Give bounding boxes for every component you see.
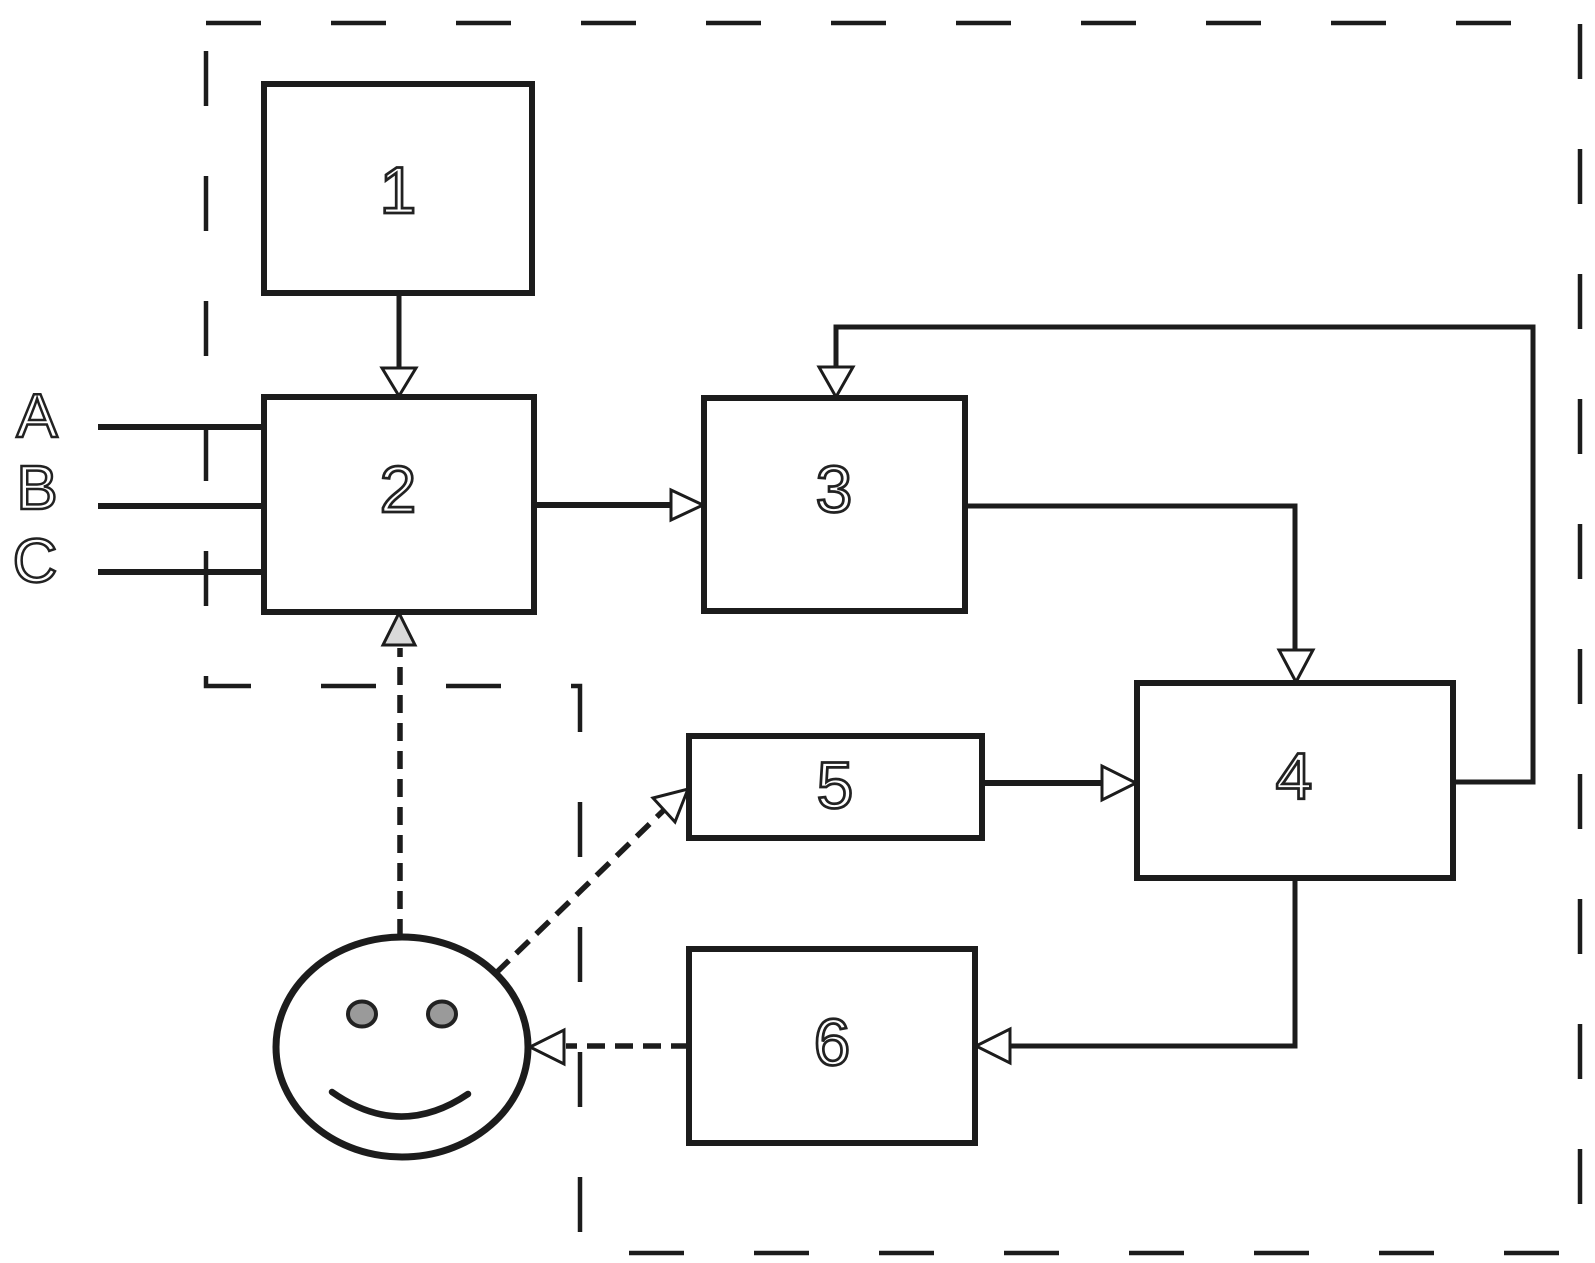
smiley-right-eye-icon (426, 999, 458, 1029)
block-3-rect (701, 395, 968, 614)
dashed-wire-user-to-5 (494, 808, 666, 975)
input-label-a: A (16, 382, 58, 451)
block-1-label: 1 (380, 153, 417, 227)
block-5-label: 5 (817, 748, 854, 822)
input-label-b: B (16, 454, 57, 523)
wire-4-to-3-feedback (833, 324, 1536, 785)
arrowhead-into-block-2-bottom (380, 609, 418, 647)
block-3-label: 3 (816, 452, 853, 526)
smiley-head (272, 933, 532, 1161)
block-1-rect (261, 81, 535, 296)
arrowhead-feedback-into-block-3-top (816, 365, 856, 401)
solid-connections (379, 294, 1536, 1066)
wire-4-to-6 (1011, 878, 1298, 1049)
user-smiley-face (272, 933, 532, 1161)
arrowhead-into-block-3-left (669, 487, 707, 523)
arrowhead-into-block-6-right (972, 1026, 1012, 1066)
block-4-label: 4 (1276, 739, 1313, 813)
arrowhead-into-user-face (526, 1027, 566, 1067)
smiley-left-eye-icon (346, 999, 378, 1029)
block-3: 3 (701, 395, 968, 614)
arrowhead-into-block-5-left (650, 786, 691, 825)
system-boundary-dashed (203, 20, 1583, 1256)
arrowhead-into-block-4-top (1276, 648, 1316, 686)
block-6-rect (686, 946, 978, 1146)
smiley-mouth (328, 1088, 472, 1120)
block-2-label: 2 (380, 452, 417, 526)
wire-3-to-4 (965, 503, 1298, 649)
external-inputs: A B C (11, 381, 263, 597)
block-6-label: 6 (814, 1005, 851, 1079)
block-5: 5 (686, 733, 985, 841)
block-1: 1 (261, 81, 535, 296)
block-4-rect (1134, 680, 1456, 881)
arrowhead-into-block-4-left (1100, 763, 1140, 803)
input-label-c: C (13, 527, 58, 596)
block-6: 6 (686, 946, 978, 1146)
block-2: 2 (261, 394, 537, 615)
dashed-connections (380, 609, 691, 1067)
block-2-rect (261, 394, 537, 615)
block-5-rect (686, 733, 985, 841)
arrowhead-into-block-2-top (379, 366, 419, 399)
block-4: 4 (1134, 680, 1456, 881)
